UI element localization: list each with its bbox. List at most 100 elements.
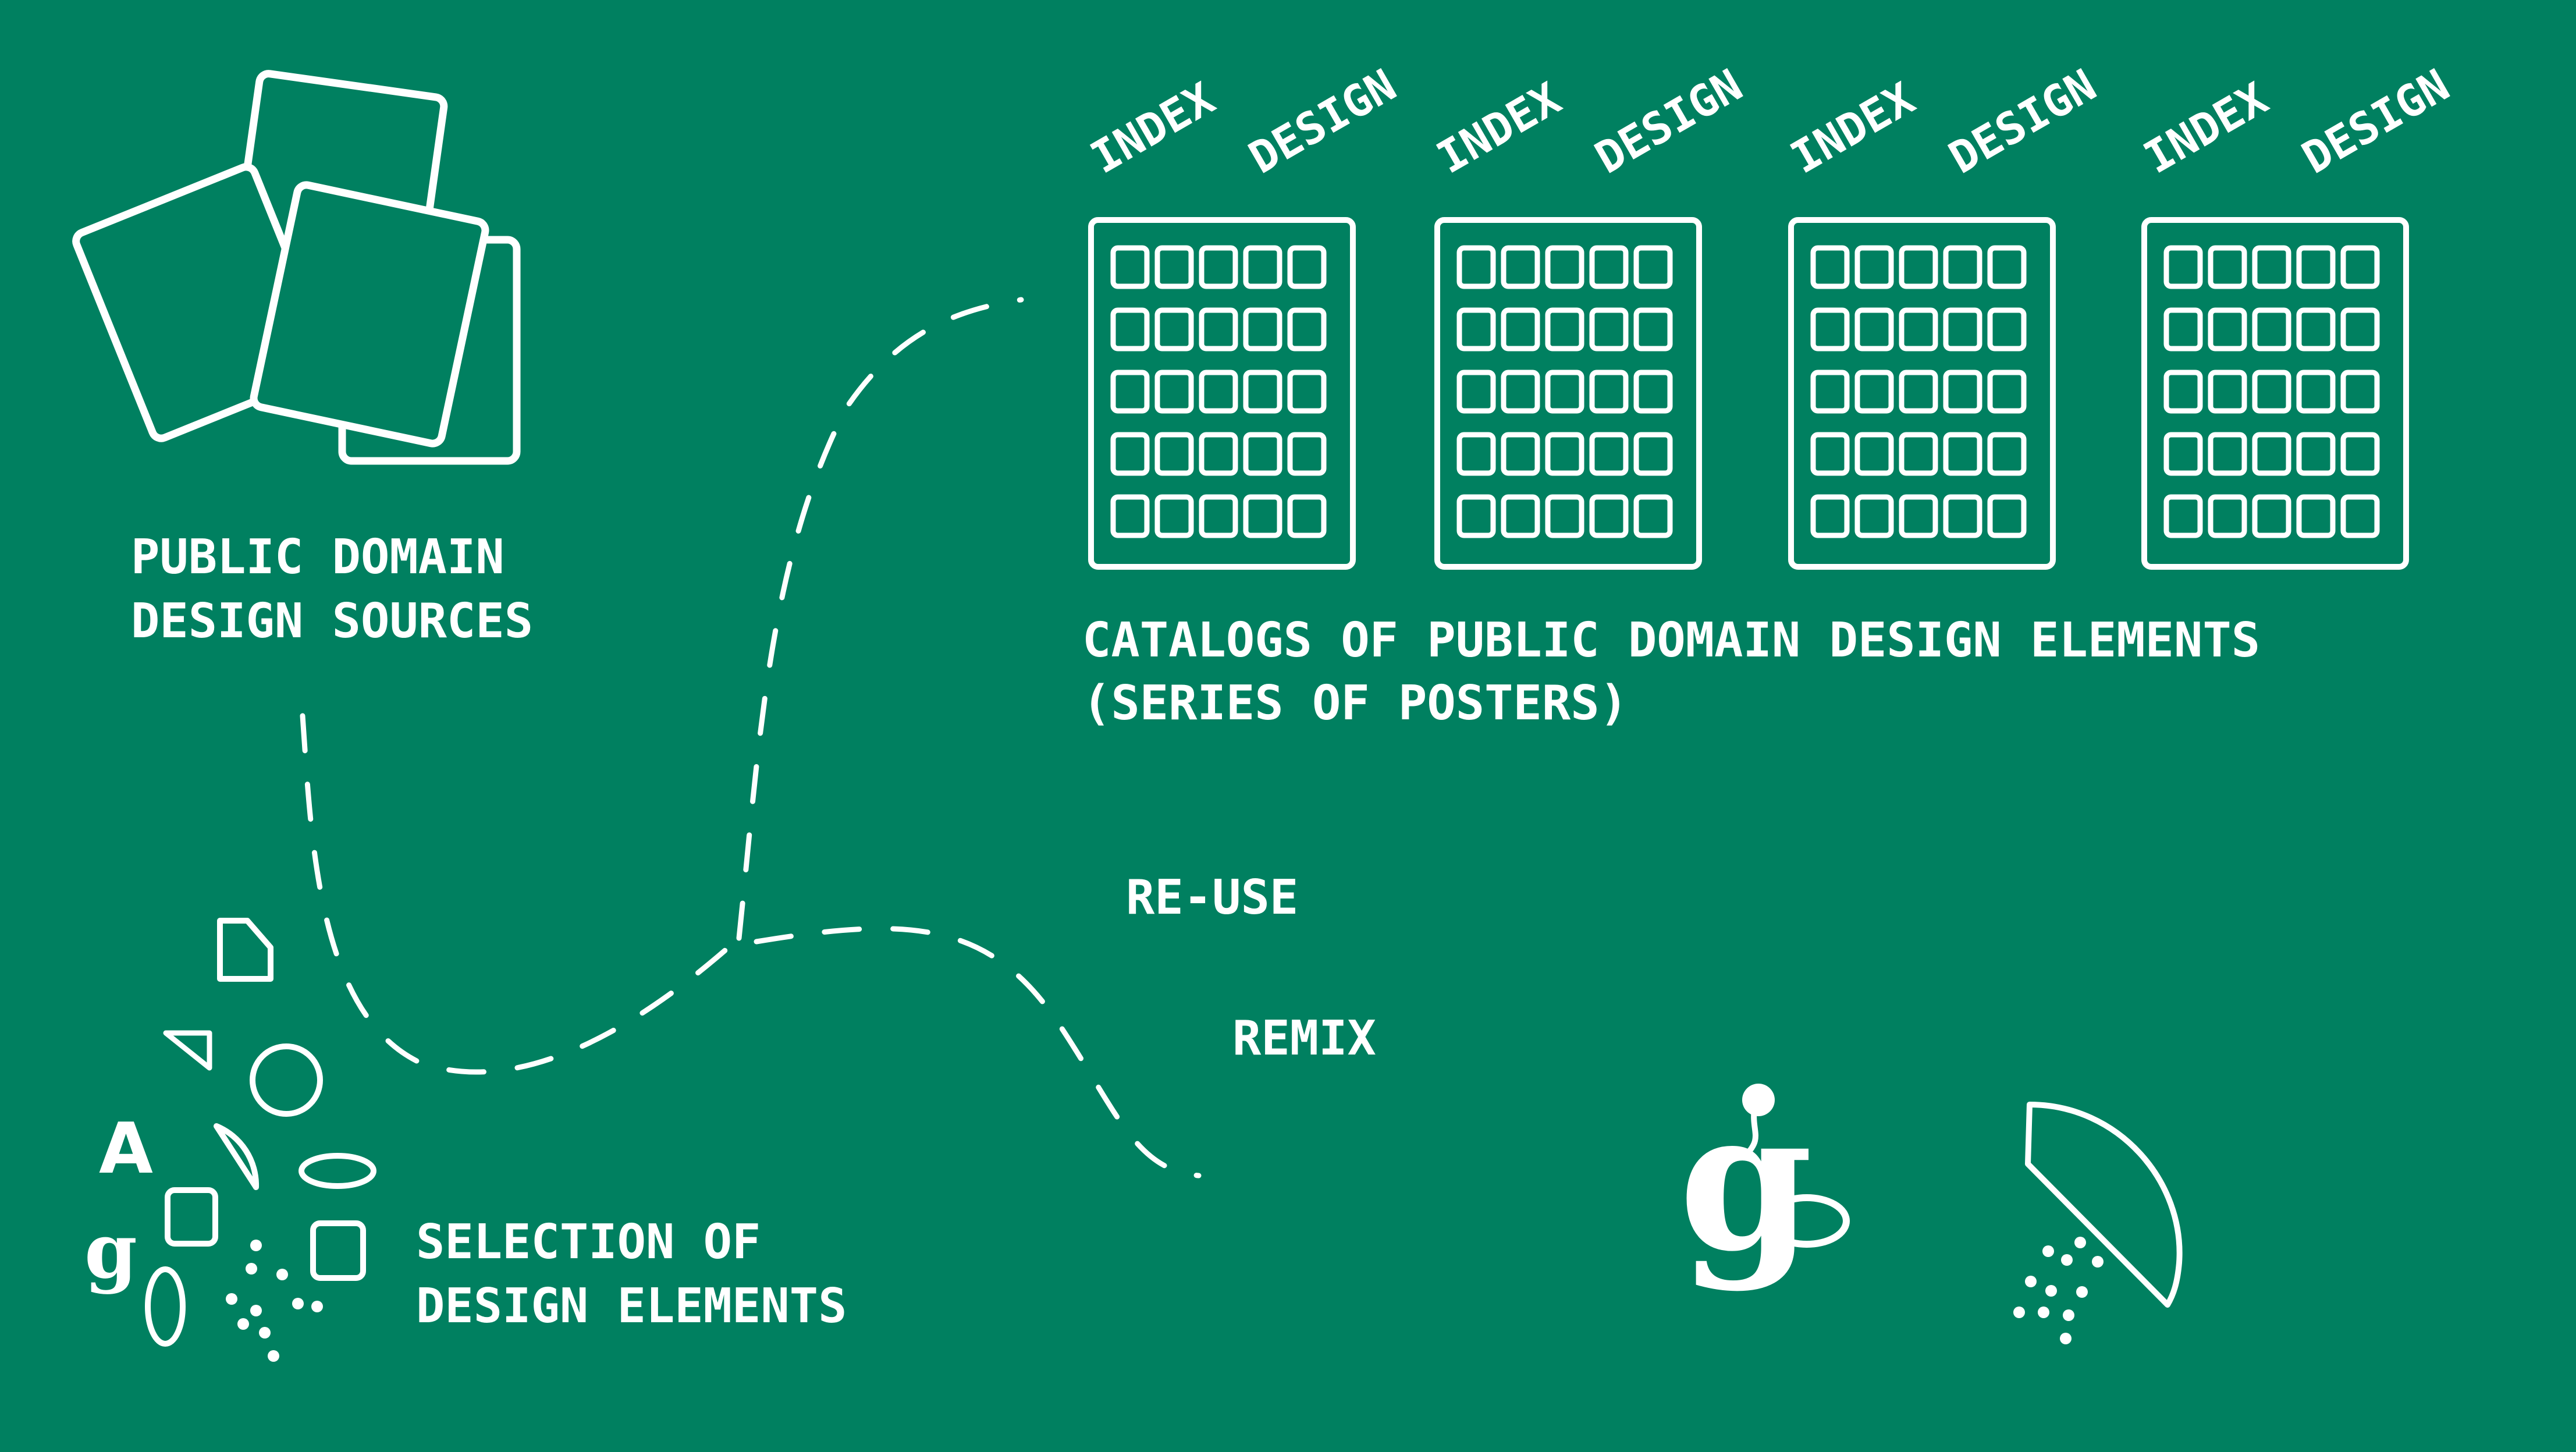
poster-grid-cell <box>2296 494 2336 538</box>
poster-grid-cell <box>1633 307 1673 352</box>
poster-grid-cell <box>1154 432 1194 476</box>
sources-label-line2: DESIGN SOURCES <box>131 594 533 649</box>
poster-grid-cell <box>2296 245 2336 289</box>
poster-grid-cell <box>1943 307 1982 352</box>
poster-grid-cell <box>1243 432 1282 476</box>
poster-grid-cell <box>1810 494 1850 538</box>
poster-grid-cell <box>2296 370 2336 414</box>
poster-grid-cell <box>1589 370 1629 414</box>
poster-grid-cell <box>2340 432 2380 476</box>
flow-path-remix <box>754 926 1202 1178</box>
dot <box>292 1298 304 1309</box>
dot <box>2076 1286 2088 1298</box>
dot <box>2060 1333 2072 1344</box>
dot <box>268 1350 279 1362</box>
poster-grid-cell <box>1899 370 1938 414</box>
poster-grid-cell <box>1899 307 1938 352</box>
poster-grid-cell <box>1199 494 1238 538</box>
poster-grid-cell <box>1899 245 1938 289</box>
flow-path-selection-to-catalogs <box>736 297 1024 941</box>
poster-grid-cell <box>1633 245 1673 289</box>
poster-frame <box>1788 217 2056 570</box>
poster-grid-cell <box>2163 432 2203 476</box>
stacked-pages-icon <box>72 70 521 465</box>
poster-grid-cell <box>1943 245 1982 289</box>
design-element-shapes <box>145 918 376 1347</box>
poster-grid-cell <box>1854 370 1894 414</box>
selection-label-line2: DESIGN ELEMENTS <box>416 1279 847 1334</box>
dot <box>246 1263 257 1275</box>
poster-frame <box>1088 217 1356 570</box>
poster-grid-cell <box>1456 370 1496 414</box>
dot <box>237 1318 249 1330</box>
circle-shape <box>250 1043 323 1117</box>
poster-grid-cell <box>1589 307 1629 352</box>
poster-grid-cell <box>1287 245 1327 289</box>
reuse-label: RE-USE <box>1126 870 1298 925</box>
dot <box>311 1301 323 1312</box>
poster-grid-cell <box>2208 307 2247 352</box>
poster-grid-cell <box>1545 370 1584 414</box>
small-letter-g-icon: g <box>84 1206 137 1295</box>
poster-grid-cell <box>1987 307 2027 352</box>
sources-label-line1: PUBLIC DOMAIN <box>131 530 504 585</box>
poster-grid-cell <box>1199 307 1238 352</box>
dot <box>2013 1307 2025 1318</box>
poster-grid-cell <box>1810 432 1850 476</box>
poster-grid-cell <box>2163 307 2203 352</box>
poster-grid-cell <box>2252 370 2291 414</box>
poster-grid-cell <box>1899 494 1938 538</box>
dot <box>2063 1309 2074 1321</box>
flow-path-sources-to-selection <box>300 713 742 1075</box>
poster-grid-cell <box>1854 245 1894 289</box>
poster-grid-cell <box>1287 494 1327 538</box>
poster-grid-cell <box>2208 494 2247 538</box>
poster-grid-cell <box>1154 307 1194 352</box>
catalogs-label-line1: CATALOGS OF PUBLIC DOMAIN DESIGN ELEMENT… <box>1082 613 2260 668</box>
poster-grid-cell <box>1287 307 1327 352</box>
ellipse-shape <box>299 1153 376 1189</box>
poster-grid-cell <box>1243 370 1282 414</box>
dot <box>259 1327 271 1339</box>
poster-grid-cell <box>2163 494 2203 538</box>
dot <box>2092 1256 2104 1268</box>
dot <box>2038 1307 2049 1318</box>
poster-grid-cell <box>1501 245 1540 289</box>
poster-grid-cell <box>1545 432 1584 476</box>
poster-grid-cell <box>1633 432 1673 476</box>
square-shape-right <box>310 1220 366 1281</box>
poster-grid-cell <box>1501 307 1540 352</box>
dot <box>226 1293 237 1305</box>
poster-grid-cell <box>1589 494 1629 538</box>
poster-grid-cell <box>1854 494 1894 538</box>
dot <box>2025 1276 2037 1287</box>
poster-grid-cell <box>1545 245 1584 289</box>
poster-grid-cell <box>1987 370 2027 414</box>
letter-g-icon: g <box>1679 1068 1850 1294</box>
catalogs-label-line2: (SERIES OF POSTERS) <box>1082 676 1628 731</box>
square-shape-left <box>165 1187 218 1247</box>
poster-grid-cell <box>1110 494 1150 538</box>
poster-grid-cell <box>2340 370 2380 414</box>
poster-grid-cell <box>2163 370 2203 414</box>
poster-grid-cell <box>1545 494 1584 538</box>
poster-grid-cell <box>2163 245 2203 289</box>
dot <box>250 1305 262 1316</box>
folded-square-shape <box>217 918 273 982</box>
poster-frame <box>1434 217 1702 570</box>
poster-grid-cell <box>2208 245 2247 289</box>
poster-grid-cell <box>1199 245 1238 289</box>
poster-grid-cell <box>2252 245 2291 289</box>
poster-grid-cell <box>1589 432 1629 476</box>
poster-grid-cell <box>1456 307 1496 352</box>
poster-grid-cell <box>1154 494 1194 538</box>
poster-grid-cell <box>1287 432 1327 476</box>
dot-cluster-icon <box>226 1240 323 1362</box>
poster-grid-cell <box>1243 307 1282 352</box>
poster-grid-cell <box>1456 432 1496 476</box>
remix-label: REMIX <box>1232 1011 1376 1066</box>
poster-grid-cell <box>1899 432 1938 476</box>
poster-grid-cell <box>2252 307 2291 352</box>
